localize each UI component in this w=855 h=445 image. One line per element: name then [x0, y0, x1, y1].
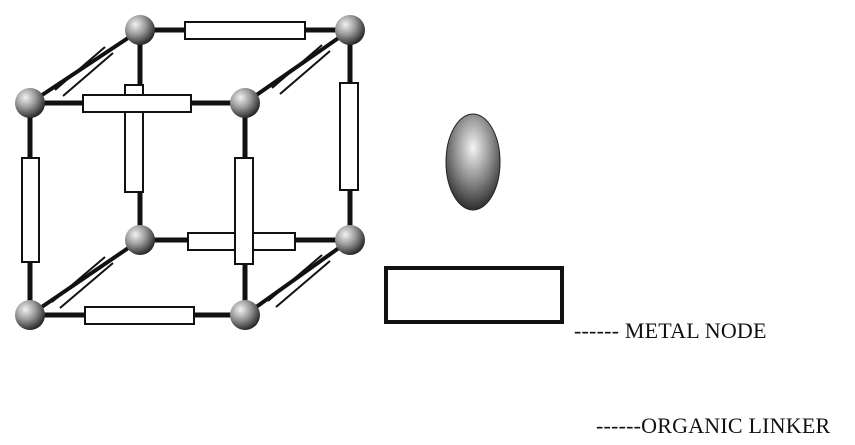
- linker-back-right: [339, 82, 359, 191]
- bond-depth-br: [243, 238, 352, 317]
- metal-node: [125, 225, 155, 255]
- linker-front-right: [234, 157, 254, 265]
- linker-front-left: [21, 157, 40, 263]
- linker-front-bottom: [84, 306, 195, 325]
- legend: [384, 113, 564, 324]
- depth-bonds: [28, 28, 352, 317]
- organic-linkers: [21, 21, 359, 325]
- metal-node: [230, 88, 260, 118]
- linker-depth-br: [267, 254, 331, 308]
- metal-nodes: [15, 15, 365, 330]
- linker-front-top: [82, 94, 192, 113]
- metal-node: [125, 15, 155, 45]
- linker-depth-tr: [271, 44, 331, 95]
- linker-back-top: [184, 21, 306, 40]
- metal-node: [15, 88, 45, 118]
- linker-depth-tl: [54, 46, 114, 97]
- organic-linker-legend-symbol: [384, 266, 564, 324]
- metal-node: [230, 300, 260, 330]
- cube-framework: [15, 15, 365, 330]
- metal-node: [335, 15, 365, 45]
- organic-linker-label: ------ORGANIC LINKER: [596, 413, 831, 438]
- bond-depth-bl: [28, 238, 142, 317]
- metal-node: [15, 300, 45, 330]
- linker-depth-bl: [51, 256, 114, 309]
- metal-node-label: ------ METAL NODE: [574, 318, 767, 343]
- metal-node: [335, 225, 365, 255]
- metal-node-legend-symbol: [445, 113, 501, 211]
- bond-depth-tl: [28, 28, 142, 105]
